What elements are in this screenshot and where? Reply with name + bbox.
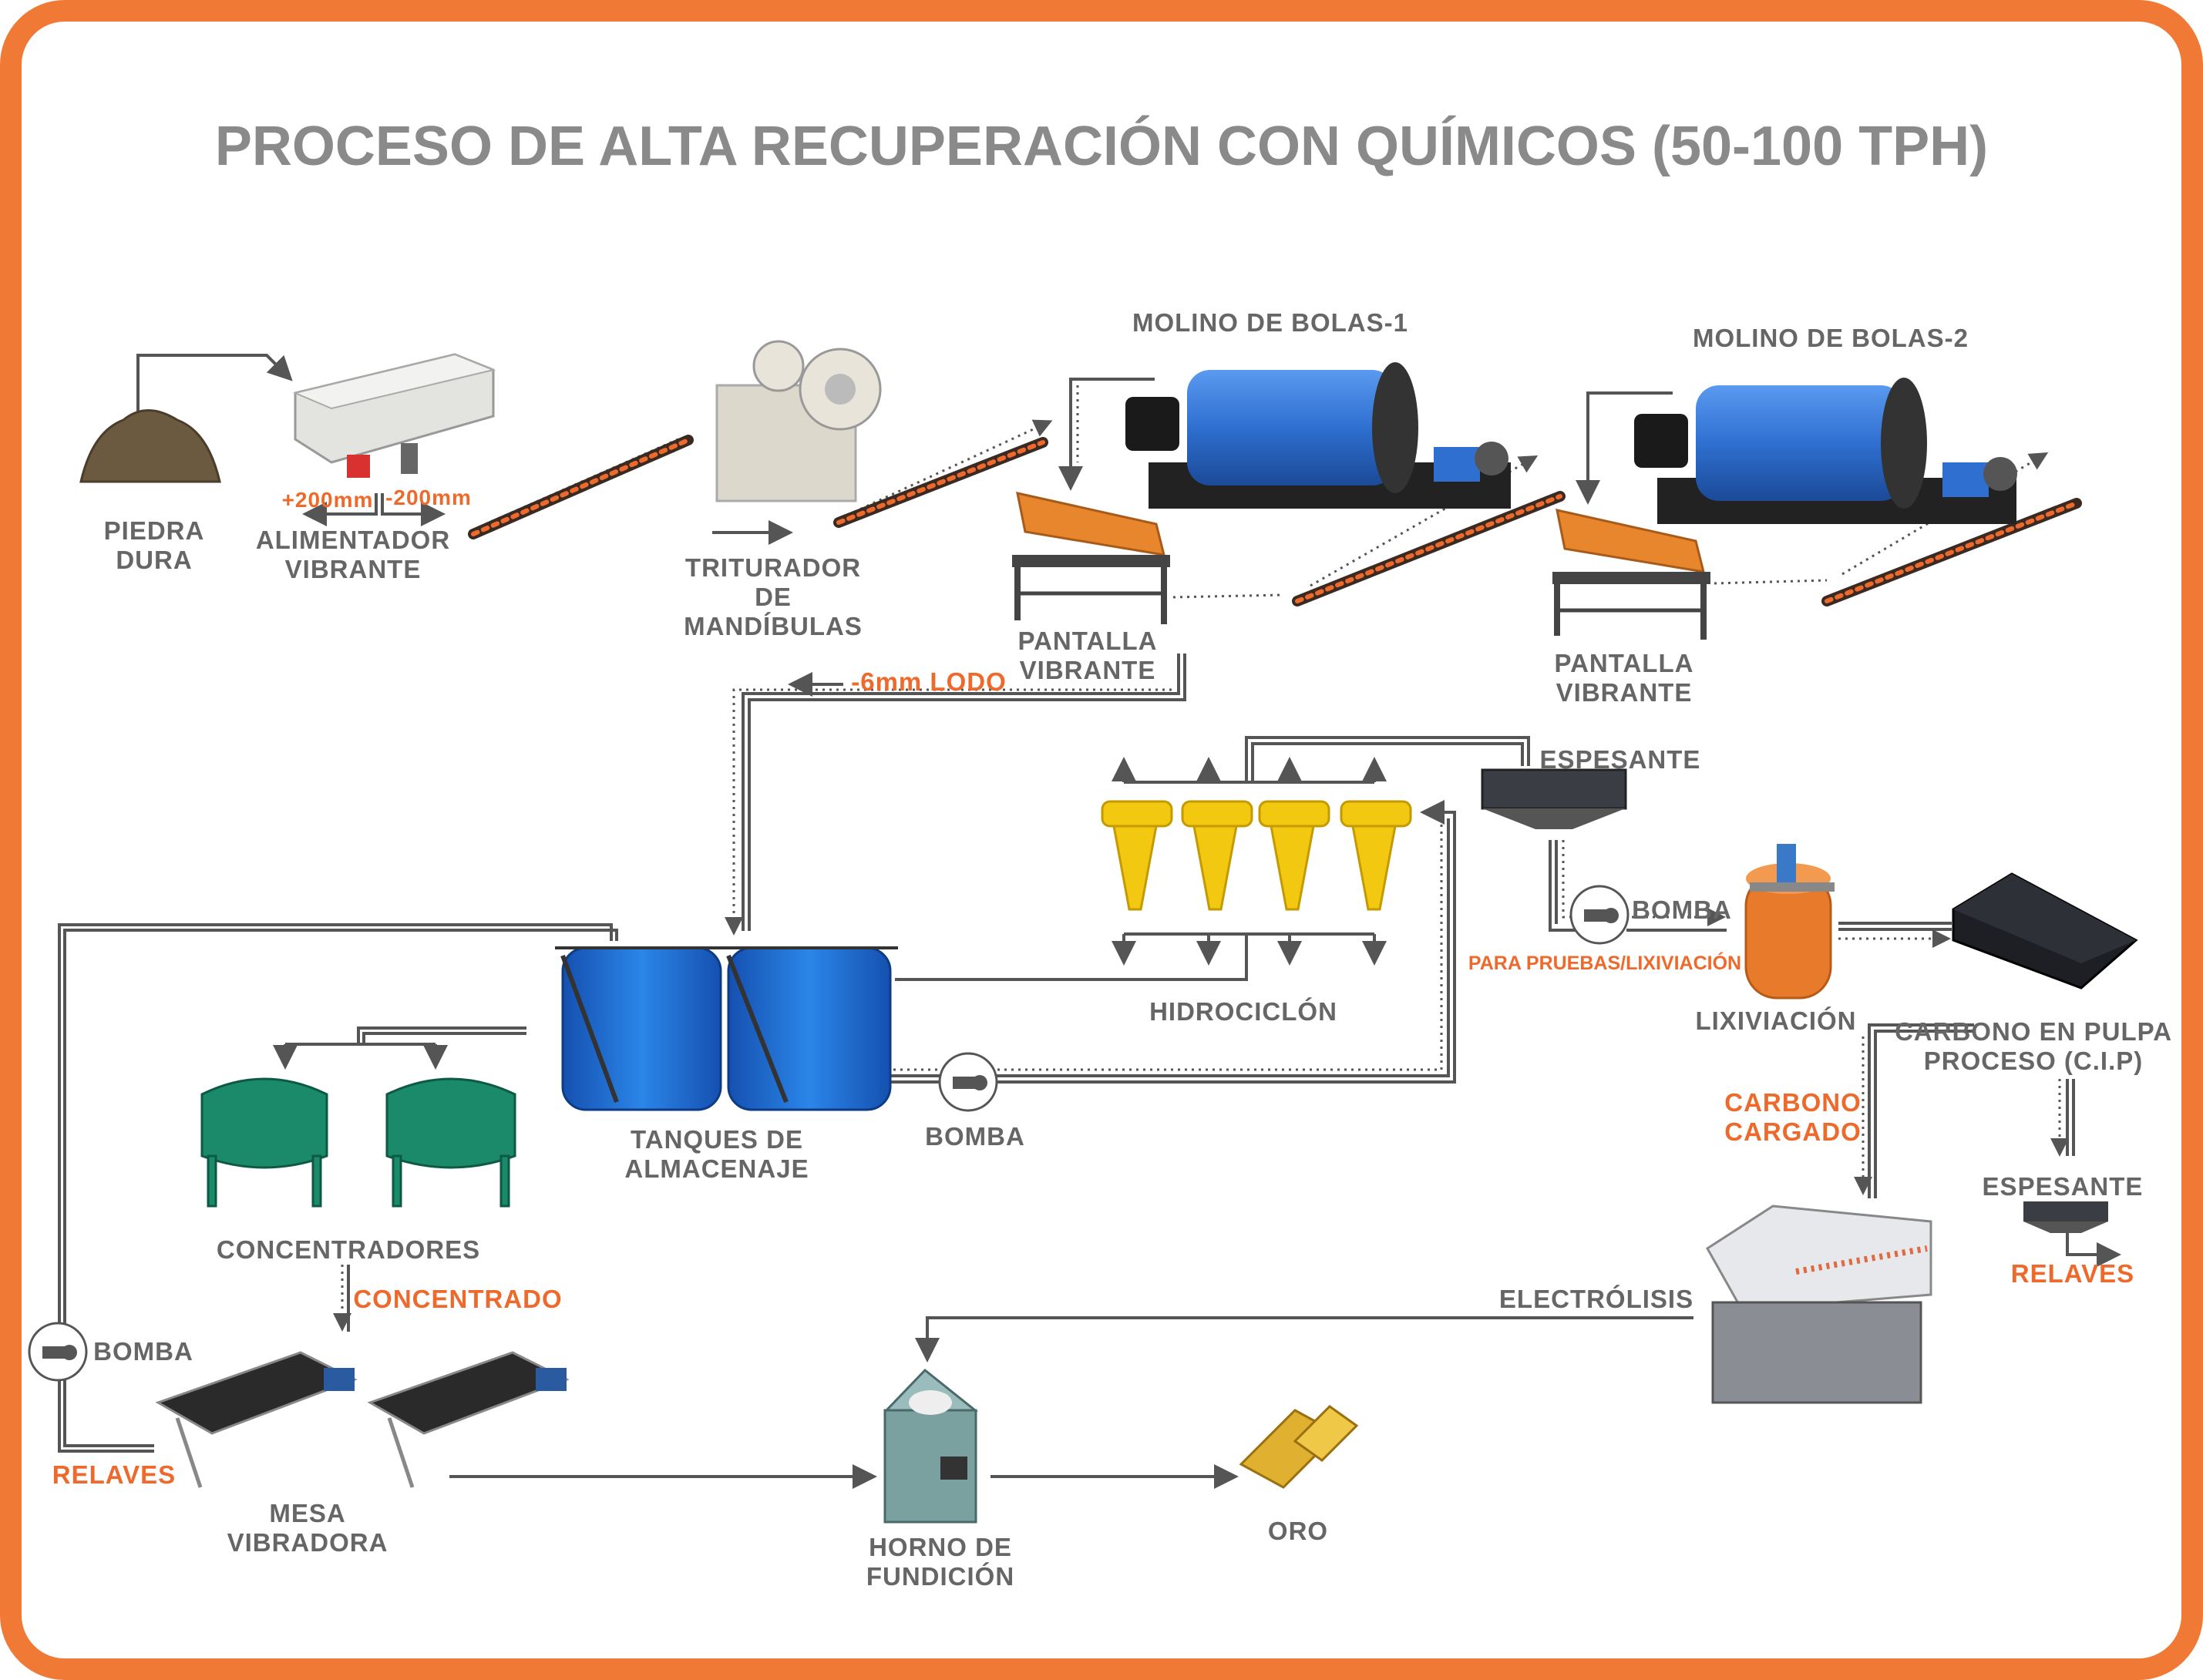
page-title: PROCESO DE ALTA RECUPERACIÓN CON QUÍMICO… <box>215 115 1988 177</box>
label-horno: HORNO DE <box>869 1533 1012 1561</box>
label-concentrado: CONCENTRADO <box>353 1285 562 1313</box>
label-hidrociclon: HIDROCICLÓN <box>1149 997 1337 1026</box>
conveyor-belts <box>468 435 2082 606</box>
label-relaves-left: RELAVES <box>52 1460 176 1489</box>
vibrating-screen-1-image <box>1012 492 1170 624</box>
label-tanques-2: ALMACENAJE <box>624 1154 809 1183</box>
label-electrolisis: ELECTRÓLISIS <box>1499 1285 1693 1313</box>
jaw-crusher-image <box>715 340 882 502</box>
label-pantalla-2b: VIBRANTE <box>1556 678 1693 707</box>
label-triturador: TRITURADOR <box>685 553 861 582</box>
label-alimentador: ALIMENTADOR <box>256 526 450 554</box>
label-carbono-cargado: CARBONO <box>1724 1088 1862 1117</box>
label-lixiviacion: LIXIVIACIÓN <box>1695 1006 1856 1035</box>
thickener-1-image <box>1481 768 1627 829</box>
label-bomba-2: BOMBA <box>925 1122 1025 1151</box>
label-bomba-1: BOMBA <box>1632 895 1732 924</box>
label-lodo: -6mm LODO <box>851 667 1007 696</box>
label-piedra-dura: PIEDRA <box>104 516 205 545</box>
label-carbono-cargado-2: CARGADO <box>1724 1117 1862 1146</box>
label-relaves-right: RELAVES <box>2011 1259 2134 1288</box>
label-triturador-3: MANDÍBULAS <box>684 612 863 640</box>
smelting-furnace-image <box>883 1368 979 1524</box>
thickener-2-image <box>2023 1201 2108 1233</box>
concentrators-image <box>200 1077 516 1208</box>
label-piedra-dura-2: DURA <box>116 546 192 574</box>
label-horno-2: FUNDICIÓN <box>866 1562 1014 1591</box>
label-espesante-1: ESPESANTE <box>1540 745 1701 774</box>
label-tanques: TANQUES DE <box>631 1125 803 1154</box>
vibrating-feeder-image <box>292 353 496 478</box>
leaching-tank-image <box>1744 844 1835 1000</box>
label-oro: ORO <box>1268 1517 1328 1545</box>
labels: PIEDRA DURA ALIMENTADOR VIBRANTE +200mm … <box>52 308 2172 1591</box>
pump-icon <box>28 1322 88 1382</box>
pump-icon <box>938 1052 998 1112</box>
label-mesa-2: VIBRADORA <box>227 1528 388 1557</box>
label-molino-1: MOLINO DE BOLAS-1 <box>1132 308 1408 337</box>
label-minus-200mm: -200mm <box>385 486 472 509</box>
label-cip-2: PROCESO (C.I.P) <box>1924 1047 2144 1075</box>
vibrating-screen-2-image <box>1552 509 1710 640</box>
label-mesa: MESA <box>269 1499 345 1527</box>
flow-lines <box>58 354 2121 1489</box>
ball-mill-2-image <box>1634 378 2017 524</box>
electrolysis-cell-image <box>1706 1205 1932 1404</box>
label-pantalla-1: PANTALLA <box>1018 627 1158 655</box>
label-pantalla-1b: VIBRANTE <box>1020 656 1156 684</box>
shaking-tables-image <box>155 1351 570 1488</box>
label-espesante-2: ESPESANTE <box>1983 1172 2144 1201</box>
gold-bars-image <box>1239 1405 1359 1489</box>
label-plus-200mm: +200mm <box>282 488 374 512</box>
label-molino-2: MOLINO DE BOLAS-2 <box>1693 324 1969 352</box>
cip-tank-image <box>1952 872 2138 990</box>
rock-pile-image <box>79 409 221 483</box>
label-pantalla-2: PANTALLA <box>1555 649 1694 677</box>
hydrocyclones-image <box>1101 800 1412 911</box>
label-para-pruebas: PARA PRUEBAS/LIXIVIACIÓN <box>1468 951 1741 974</box>
label-cip: CARBONO EN PULPA <box>1895 1017 2172 1046</box>
label-triturador-2: DE <box>755 583 792 611</box>
storage-tanks-image <box>555 946 898 1111</box>
label-alimentador-2: VIBRANTE <box>285 555 422 583</box>
ball-mill-1-image <box>1125 362 1511 509</box>
label-concentradores: CONCENTRADORES <box>217 1235 480 1264</box>
pump-icon <box>1569 885 1630 945</box>
label-bomba-3: BOMBA <box>93 1337 193 1366</box>
